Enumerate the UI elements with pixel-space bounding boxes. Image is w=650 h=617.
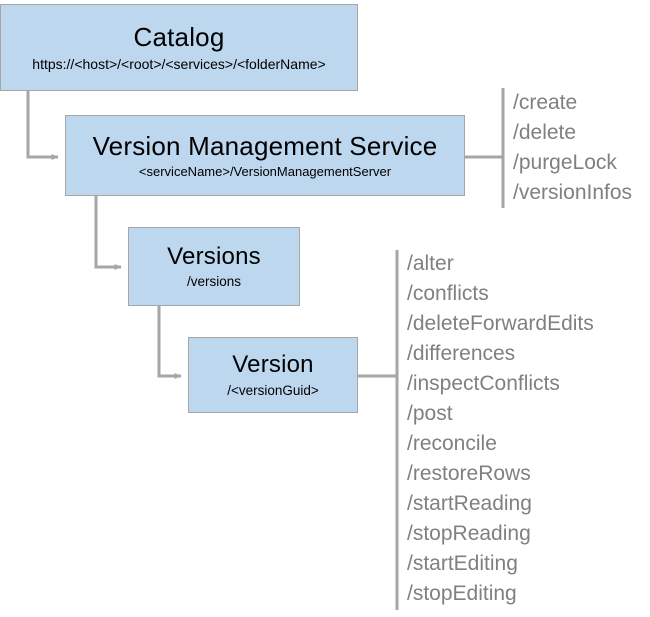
operation-item[interactable]: /create	[513, 91, 578, 114]
node-version-management-service[interactable]: Version Management Service <serviceName>…	[65, 115, 465, 196]
connector-vms-to-versions	[94, 196, 122, 270]
operation-item[interactable]: /conflicts	[407, 282, 489, 305]
operation-item[interactable]: /delete	[513, 121, 577, 144]
operation-item[interactable]: /reconcile	[407, 432, 497, 455]
operation-item[interactable]: /alter	[407, 252, 454, 275]
operation-item[interactable]: /versionInfos	[513, 181, 633, 204]
node-version[interactable]: Version /<versionGuid>	[188, 337, 358, 413]
operation-item[interactable]: /startReading	[407, 492, 532, 515]
node-version-management-service-subtitle: <serviceName>/VersionManagementServer	[138, 163, 392, 179]
operation-item[interactable]: /post	[407, 402, 453, 425]
node-versions-title: Versions	[167, 242, 261, 270]
node-catalog-title: Catalog	[133, 21, 225, 52]
operation-item[interactable]: /stopReading	[407, 522, 531, 545]
node-catalog-subtitle: https://<host>/<root>/<services>/<folder…	[32, 55, 326, 72]
node-catalog[interactable]: Catalog https://<host>/<root>/<services>…	[0, 4, 358, 91]
operation-list-version: /alter /conflicts /deleteForwardEdits /d…	[407, 249, 594, 609]
operation-list-version-management-service: /create /delete /purgeLock /versionInfos	[513, 88, 632, 208]
node-versions[interactable]: Versions /versions	[128, 227, 300, 306]
connector-version-to-operations	[358, 250, 399, 610]
connector-catalog-to-vms	[26, 91, 59, 160]
node-version-title: Version	[232, 351, 314, 379]
node-version-management-service-title: Version Management Service	[92, 130, 438, 161]
operation-item[interactable]: /inspectConflicts	[407, 372, 560, 395]
node-versions-subtitle: /versions	[186, 274, 242, 289]
connector-versions-to-version	[157, 306, 182, 379]
operation-item[interactable]: /differences	[407, 342, 516, 365]
node-version-subtitle: /<versionGuid>	[227, 382, 319, 398]
operation-item[interactable]: /startEditing	[407, 552, 518, 575]
operation-item[interactable]: /deleteForwardEdits	[407, 312, 594, 335]
operation-item[interactable]: /restoreRows	[407, 462, 531, 485]
operation-item[interactable]: /purgeLock	[513, 151, 617, 174]
operation-item[interactable]: /stopEditing	[407, 582, 517, 605]
connector-vms-to-operations	[465, 88, 505, 208]
